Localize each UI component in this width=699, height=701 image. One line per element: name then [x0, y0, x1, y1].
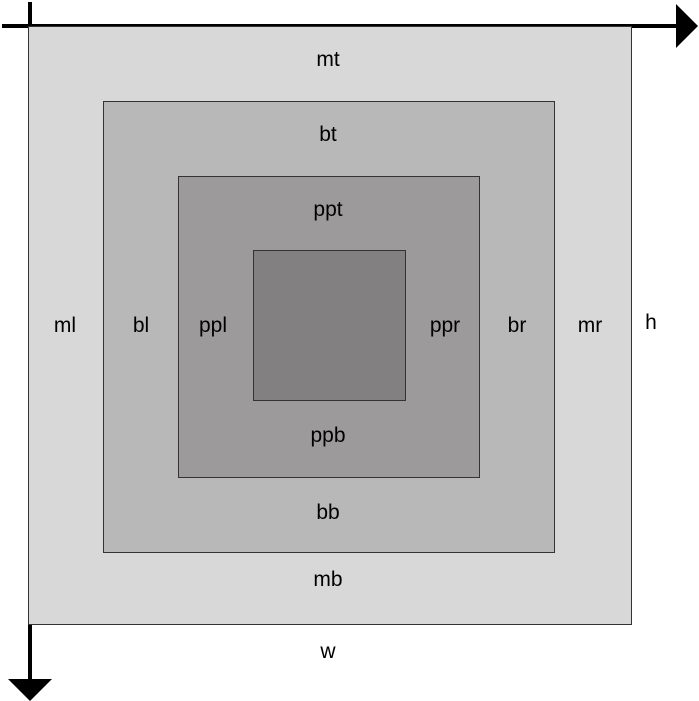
border-top-label: bt — [319, 123, 337, 146]
padding-top-label: ppt — [313, 198, 343, 221]
border-bottom-label: bb — [316, 501, 340, 524]
margin-top-label: mt — [316, 48, 340, 71]
height-label: h — [645, 311, 657, 334]
border-right-label: br — [507, 314, 527, 337]
y-axis-arrowhead — [8, 679, 52, 701]
padding-right-label: ppr — [429, 314, 461, 337]
content-area — [253, 250, 406, 401]
x-axis-arrowhead — [676, 4, 698, 48]
border-left-label: bl — [132, 314, 150, 337]
margin-left-label: ml — [53, 314, 77, 337]
margin-right-label: mr — [577, 314, 603, 337]
margin-bottom-label: mb — [313, 568, 343, 591]
padding-left-label: ppl — [198, 314, 228, 337]
padding-bottom-label: ppb — [310, 424, 346, 447]
width-label: w — [320, 640, 336, 663]
